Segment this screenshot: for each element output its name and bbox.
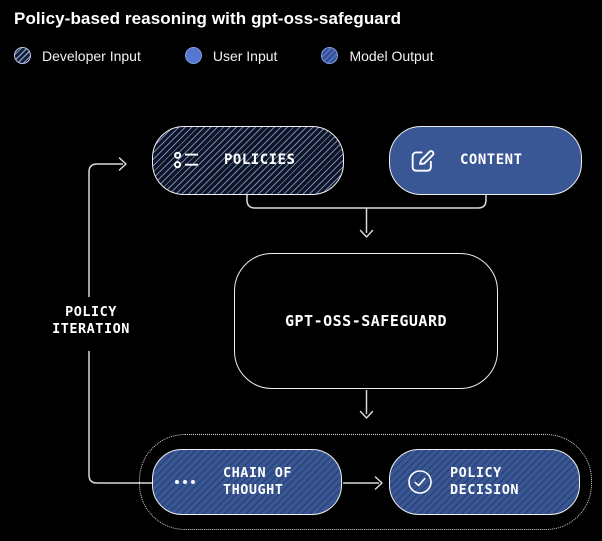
chain-of-thought-node: CHAIN OF THOUGHT xyxy=(152,449,342,515)
solid-blue-circle-icon xyxy=(184,47,202,64)
page-title: Policy-based reasoning with gpt-oss-safe… xyxy=(14,9,402,28)
node-label: POLICY DECISION xyxy=(450,465,519,499)
legend-label: Developer Input xyxy=(42,47,141,64)
merge-connector xyxy=(246,195,487,209)
loop-label-line1: POLICY xyxy=(65,304,117,320)
loop-label-line2: ITERATION xyxy=(52,321,130,337)
node-label-line1: CHAIN OF xyxy=(223,465,293,481)
arrowhead-down-icon xyxy=(359,229,374,238)
legend-label: Model Output xyxy=(349,47,434,64)
arrowhead-right-icon xyxy=(118,157,127,171)
node-label: POLICIES xyxy=(224,152,296,168)
model-output-group xyxy=(139,434,592,530)
edit-icon xyxy=(408,147,436,175)
ellipsis-icon xyxy=(173,478,197,486)
node-label-line2: DECISION xyxy=(450,482,520,498)
check-circle-icon xyxy=(406,468,434,496)
loop-connector-bottom xyxy=(88,351,153,484)
safeguard-node: GPT-OSS-SAFEGUARD xyxy=(234,253,498,389)
legend-item-developer-input: Developer Input xyxy=(14,47,141,64)
arrowhead-right-icon xyxy=(374,476,383,490)
node-label: GPT-OSS-SAFEGUARD xyxy=(284,311,448,330)
legend-item-model-output: Model Output xyxy=(321,47,434,64)
node-label-line2: THOUGHT xyxy=(223,482,284,498)
node-label: CONTENT xyxy=(460,152,523,168)
list-icon xyxy=(173,149,200,172)
policies-node: POLICIES xyxy=(152,126,344,195)
legend-label: User Input xyxy=(212,47,278,64)
legend-item-user-input: User Input xyxy=(184,47,278,64)
node-label: CHAIN OF THOUGHT xyxy=(223,465,292,499)
content-node: CONTENT xyxy=(389,126,582,195)
policy-decision-node: POLICY DECISION xyxy=(389,449,580,515)
policy-iteration-label: POLICY ITERATION xyxy=(28,304,154,338)
loop-connector-top xyxy=(88,163,123,297)
hatched-blue-circle-icon xyxy=(321,47,339,64)
hatched-dark-circle-icon xyxy=(14,47,31,64)
arrowhead-down-icon xyxy=(359,410,374,419)
node-label-line1: POLICY xyxy=(450,465,502,481)
legend: Developer Input User Input Model Output xyxy=(14,47,434,64)
